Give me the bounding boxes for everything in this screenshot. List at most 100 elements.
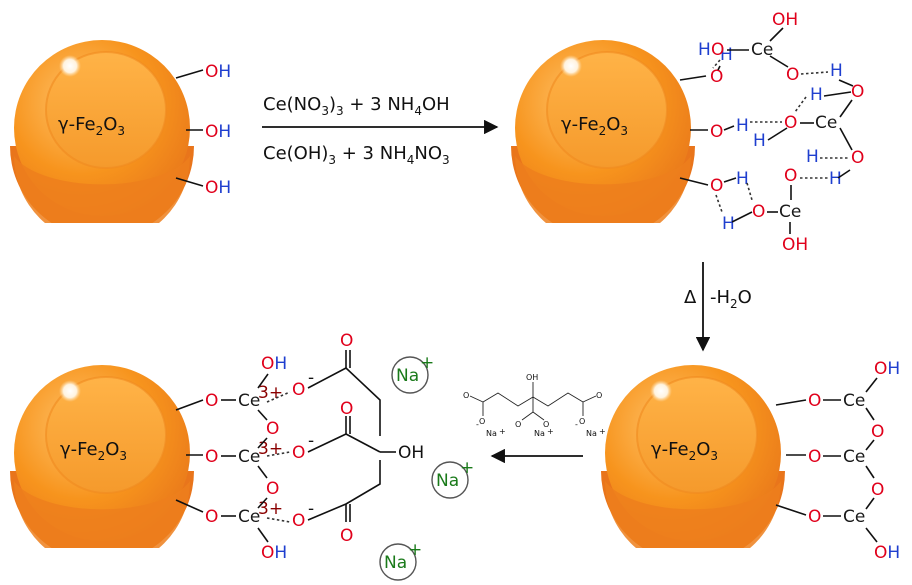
heat-label: Δ (684, 287, 697, 308)
svg-text:H: H (810, 85, 823, 105)
svg-text:OH: OH (526, 373, 538, 382)
svg-text:-: - (476, 420, 479, 429)
svg-text:+: + (547, 427, 554, 436)
svg-text:O: O (340, 399, 353, 419)
svg-text:OH: OH (398, 443, 424, 463)
svg-text:O: O (784, 113, 797, 133)
svg-text:Na: Na (534, 429, 545, 438)
svg-text:O: O (266, 479, 279, 499)
reaction-arrow-2: Δ -H2O (684, 262, 752, 352)
svg-text:H: H (830, 61, 843, 81)
svg-text:O: O (596, 391, 602, 400)
sodium-ion-3: Na + (379, 540, 422, 581)
svg-text:Ce: Ce (843, 391, 865, 411)
surface-hydroxyls-1: OH OH OH (175, 62, 231, 198)
svg-text:O: O (205, 507, 218, 527)
svg-text:O: O (851, 148, 864, 168)
svg-text:+: + (599, 427, 606, 436)
svg-text:H: H (829, 169, 842, 189)
svg-text:3+: 3+ (258, 439, 283, 459)
svg-text:O: O (711, 40, 724, 60)
particle-ceoh-adsorbed (510, 39, 696, 223)
svg-text:OH: OH (205, 122, 231, 142)
svg-text:-: - (308, 499, 314, 519)
svg-text:O: O (479, 417, 485, 426)
sodium-citrate-structure: OH O O - Na + O O Na + O O - Na + (463, 373, 606, 438)
svg-text:Na: Na (384, 553, 407, 573)
svg-text:O: O (808, 447, 821, 467)
svg-text:O: O (292, 511, 305, 531)
svg-text:OH: OH (782, 235, 808, 255)
svg-text:H: H (698, 40, 711, 60)
svg-text:O: O (292, 380, 305, 400)
svg-text:O: O (205, 391, 218, 411)
svg-text:O: O (784, 166, 797, 186)
svg-text:H: H (806, 147, 819, 167)
svg-text:+: + (408, 540, 422, 560)
svg-text:Ce: Ce (843, 447, 865, 467)
svg-text:O: O (710, 122, 723, 142)
svg-text:O: O (808, 391, 821, 411)
svg-text:Na: Na (486, 429, 497, 438)
svg-text:Ce: Ce (238, 391, 260, 411)
svg-text:Ce: Ce (238, 507, 260, 527)
svg-text:Ce: Ce (751, 40, 773, 60)
svg-text:O: O (340, 526, 353, 546)
svg-text:O: O (266, 419, 279, 439)
svg-text:O: O (786, 65, 799, 85)
svg-text:O: O (515, 420, 521, 429)
svg-text:O: O (871, 480, 884, 500)
svg-text:H: H (736, 169, 749, 189)
sodium-ion-2: Na + (431, 458, 474, 499)
reaction-arrow-1: Ce(NO3)3 + 3 NH4OH Ce(OH)3 + 3 NH4NO3 (262, 94, 499, 167)
svg-text:OH: OH (874, 543, 900, 563)
svg-text:Ce: Ce (843, 507, 865, 527)
svg-text:Na: Na (396, 366, 419, 386)
svg-text:OH: OH (205, 62, 231, 82)
svg-text:-: - (308, 431, 314, 451)
particle-label-3: γ-Fe2O3 (651, 439, 718, 463)
water-loss-label: -H2O (710, 287, 752, 311)
svg-text:Ce: Ce (815, 113, 837, 133)
svg-text:+: + (499, 427, 506, 436)
svg-text:O: O (808, 507, 821, 527)
svg-text:O: O (710, 176, 723, 196)
svg-text:OH: OH (261, 543, 287, 563)
svg-text:Na: Na (586, 429, 597, 438)
svg-text:H: H (722, 214, 735, 234)
svg-text:+: + (420, 353, 434, 373)
svg-text:O: O (340, 331, 353, 351)
svg-text:O: O (463, 391, 469, 400)
particle-ce-bonded (600, 364, 786, 548)
particle-label-2: γ-Fe2O3 (561, 114, 628, 138)
svg-text:O: O (851, 82, 864, 102)
svg-text:Ce: Ce (779, 202, 801, 222)
particle-label-4: γ-Fe2O3 (60, 439, 127, 463)
reagents-label: Ce(NO3)3 + 3 NH4OH (263, 94, 450, 118)
particle-citrate-coated (9, 364, 195, 548)
svg-text:O: O (710, 67, 723, 87)
svg-text:+: + (460, 458, 474, 478)
svg-text:OH: OH (261, 354, 287, 374)
svg-text:Na: Na (436, 471, 459, 491)
svg-text:O: O (543, 420, 549, 429)
ce-oxide-chain: O O O Ce Ce Ce OH O O OH (775, 359, 900, 563)
ceoh-network: O O O H H H OH Ce H O O H O H O Ce O H (679, 10, 864, 255)
products-label: Ce(OH)3 + 3 NH4NO3 (263, 143, 450, 167)
svg-text:Ce: Ce (238, 447, 260, 467)
svg-text:H: H (753, 131, 766, 151)
svg-text:O: O (205, 447, 218, 467)
svg-text:-: - (308, 368, 314, 388)
particle-initial (9, 39, 195, 223)
svg-text:O: O (292, 443, 305, 463)
svg-text:OH: OH (205, 178, 231, 198)
svg-text:O: O (871, 422, 884, 442)
svg-text:3+: 3+ (258, 499, 283, 519)
citrate-coating: O O O Ce 3+ Ce 3+ Ce 3+ OH O O OH O - O … (175, 331, 424, 563)
svg-text:-: - (575, 420, 578, 429)
svg-text:O: O (752, 202, 765, 222)
svg-text:H: H (736, 116, 749, 136)
svg-text:OH: OH (874, 359, 900, 379)
svg-text:OH: OH (772, 10, 798, 30)
